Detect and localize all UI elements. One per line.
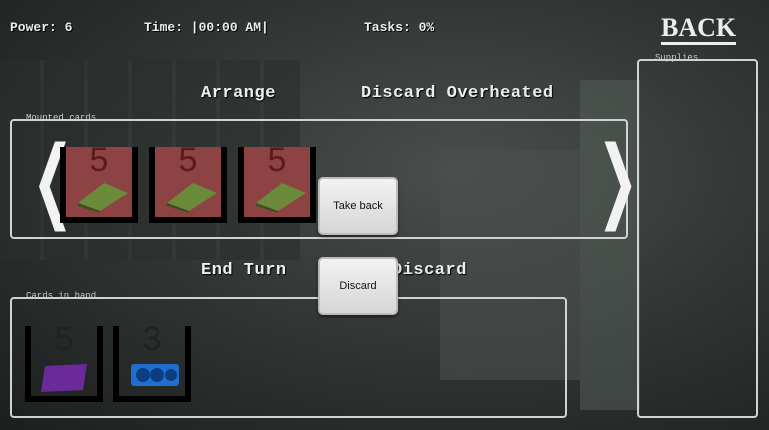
mounted-card[interactable]: 5 (149, 143, 227, 223)
end-turn-button[interactable]: End Turn (201, 261, 287, 280)
supplies-panel: Supplies (637, 53, 758, 418)
arrange-button[interactable]: Arrange (201, 84, 276, 103)
mounted-cards-panel: Mounted cards (10, 113, 628, 239)
time-readout: Time: |00:00 AM| (144, 20, 269, 35)
mounted-card[interactable]: 5 (238, 143, 316, 223)
mounted-cards-legend: Mounted cards (26, 113, 97, 123)
graphics-card-icon (131, 364, 179, 386)
supplies-legend: Supplies (655, 53, 699, 63)
power-readout: Power: 6 (10, 20, 73, 35)
background-cabinet (440, 150, 580, 380)
discard-action-text[interactable]: Discard (392, 261, 467, 280)
card-cost: 5 (54, 320, 74, 358)
back-button[interactable]: BACK (661, 14, 737, 45)
memory-card-icon (41, 364, 87, 392)
discard-button[interactable]: Discard (318, 257, 398, 315)
mounted-card[interactable]: 5 (60, 143, 138, 223)
chevron-right-icon[interactable]: ❯ (596, 127, 639, 232)
background-rack (580, 80, 640, 410)
card-cost: 5 (267, 141, 287, 179)
tasks-readout: Tasks: 0% (364, 20, 435, 35)
cards-in-hand-legend: Cards in hand (26, 291, 97, 301)
circuit-board-icon (78, 183, 128, 213)
cards-in-hand-panel: Cards in hand (10, 291, 567, 418)
hand-card[interactable]: 5 (25, 322, 103, 402)
card-cost: 5 (178, 141, 198, 179)
discard-overheated-button[interactable]: Discard Overheated (361, 84, 554, 103)
circuit-board-icon (167, 183, 217, 213)
take-back-button[interactable]: Take back (318, 177, 398, 235)
circuit-board-icon (256, 183, 306, 213)
card-cost: 3 (142, 320, 162, 358)
hand-card[interactable]: 3 (113, 322, 191, 402)
card-cost: 5 (89, 141, 109, 179)
